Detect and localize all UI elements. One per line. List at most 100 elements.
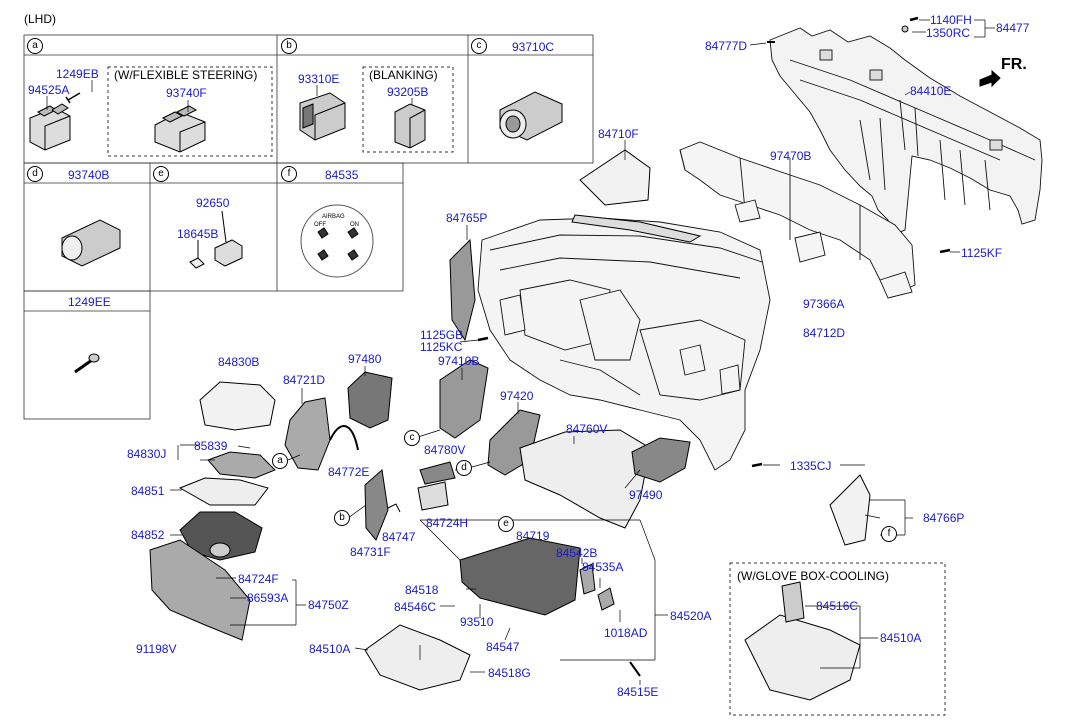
part-84510a-cooling[interactable]: 84510A xyxy=(880,631,922,645)
part-84518[interactable]: 84518 xyxy=(405,583,439,597)
part-97490[interactable]: 97490 xyxy=(629,488,663,502)
part-1335cj[interactable]: 1335CJ xyxy=(790,459,832,473)
shroud-84830b xyxy=(199,381,276,431)
part-84535a[interactable]: 84535A xyxy=(582,560,624,574)
part-84772e[interactable]: 84772E xyxy=(328,465,370,479)
part-84535[interactable]: 84535 xyxy=(325,168,359,182)
part-1125gb[interactable]: 1125GB xyxy=(420,328,464,342)
part-93740f[interactable]: 93740F xyxy=(166,86,207,100)
part-92650[interactable]: 92650 xyxy=(196,196,230,210)
part-84710f[interactable]: 84710F xyxy=(598,127,639,141)
switch-93740f-drawing xyxy=(154,105,206,153)
part-1125kf[interactable]: 1125KF xyxy=(961,246,1003,260)
cover-84851 xyxy=(178,477,269,506)
cowl-cross-bar xyxy=(769,27,1043,235)
cell-letter-f: f xyxy=(281,166,297,182)
panel-84721d xyxy=(284,397,331,471)
part-84516c[interactable]: 84516C xyxy=(816,599,859,613)
main-crash-pad xyxy=(477,217,771,471)
clip-84747 xyxy=(387,503,401,513)
glovebox-84510a-cooling xyxy=(744,614,861,701)
vent-97480 xyxy=(347,371,393,429)
part-84731f[interactable]: 84731F xyxy=(350,545,391,559)
trim-84772e xyxy=(329,425,359,451)
cell-letter-c: c xyxy=(471,38,487,54)
flexible-steering-note: (W/FLEXIBLE STEERING) xyxy=(114,68,258,82)
blanking-note: (BLANKING) xyxy=(369,68,438,82)
part-93510[interactable]: 93510 xyxy=(460,615,494,629)
part-1125kc[interactable]: 1125KC xyxy=(420,340,463,354)
cell-letter-d: d xyxy=(27,166,43,182)
part-93710c[interactable]: 93710C xyxy=(512,40,555,54)
screw-1249eb xyxy=(65,92,81,104)
air-duct-97470b xyxy=(679,141,916,299)
glovebox-cooling-box xyxy=(729,562,946,716)
cover-84710f xyxy=(579,149,651,206)
glovebox-housing-84719 xyxy=(459,537,581,616)
part-84546c[interactable]: 84546C xyxy=(394,600,437,614)
part-1140fh[interactable]: 1140FH xyxy=(930,13,972,27)
part-93205b[interactable]: 93205B xyxy=(387,85,429,99)
part-84777d[interactable]: 84777D xyxy=(705,39,748,53)
part-97470b[interactable]: 97470B xyxy=(770,149,812,163)
part-93310e[interactable]: 93310E xyxy=(298,72,340,86)
part-84766p[interactable]: 84766P xyxy=(923,511,965,525)
part-91198v[interactable]: 91198V xyxy=(136,642,177,656)
airbag-off-text: OFF xyxy=(314,222,326,228)
front-arrow-icon xyxy=(979,69,1001,88)
side-panel-84765p xyxy=(449,238,476,342)
part-1350rc[interactable]: 1350RC xyxy=(926,26,971,40)
part-84852[interactable]: 84852 xyxy=(131,528,165,542)
part-84719[interactable]: 84719 xyxy=(516,529,550,543)
part-93740b[interactable]: 93740B xyxy=(68,168,110,182)
callout-a: a xyxy=(272,453,288,469)
part-18645b[interactable]: 18645B xyxy=(177,227,219,241)
bolt-1125gb xyxy=(477,336,489,342)
part-97410b[interactable]: 97410B xyxy=(438,354,480,368)
part-84515e[interactable]: 84515E xyxy=(617,685,659,699)
part-1249eb[interactable]: 1249EB xyxy=(56,67,99,81)
callout-d: d xyxy=(456,460,472,476)
part-84518g[interactable]: 84518G xyxy=(488,666,531,680)
part-84765p[interactable]: 84765P xyxy=(446,211,488,225)
part-84547[interactable]: 84547 xyxy=(486,640,520,654)
callout-f: f xyxy=(881,526,897,542)
lamp-92650-drawing xyxy=(189,210,243,269)
part-84542b[interactable]: 84542B xyxy=(556,546,598,560)
part-84724h[interactable]: 84724H xyxy=(426,516,469,530)
part-97420[interactable]: 97420 xyxy=(500,389,534,403)
switch-93740b-drawing xyxy=(61,219,121,267)
part-97480[interactable]: 97480 xyxy=(348,352,382,366)
part-84721d[interactable]: 84721D xyxy=(283,373,326,387)
part-84477[interactable]: 84477 xyxy=(996,21,1030,35)
switch-93310e-drawing xyxy=(299,92,346,141)
part-84830j[interactable]: 84830J xyxy=(127,447,167,461)
cell-letter-e: e xyxy=(153,166,169,182)
part-84510a[interactable]: 84510A xyxy=(309,642,351,656)
blanking-box xyxy=(362,66,454,153)
part-1249ee[interactable]: 1249EE xyxy=(68,295,111,309)
part-86593a[interactable]: 86593A xyxy=(247,591,289,605)
part-84724f[interactable]: 84724F xyxy=(238,572,279,586)
part-84712d[interactable]: 84712D xyxy=(803,326,846,340)
part-84520a[interactable]: 84520A xyxy=(670,609,712,623)
garnish-84760v xyxy=(519,429,651,529)
bracket-84724h xyxy=(417,481,449,511)
part-85839[interactable]: 85839 xyxy=(194,439,228,453)
part-84760v[interactable]: 84760V xyxy=(566,422,608,436)
leader-lines xyxy=(46,19,995,685)
part-84747[interactable]: 84747 xyxy=(382,530,416,544)
part-84851[interactable]: 84851 xyxy=(131,484,165,498)
part-97366a[interactable]: 97366A xyxy=(803,297,845,311)
pad-84766p xyxy=(829,474,871,546)
part-84410e[interactable]: 84410E xyxy=(910,84,952,98)
part-94525a[interactable]: 94525A xyxy=(28,83,70,97)
part-84780v[interactable]: 84780V xyxy=(424,443,466,457)
callout-c: c xyxy=(404,430,420,446)
airbag-label-drawing xyxy=(300,204,374,278)
part-1018ad[interactable]: 1018AD xyxy=(604,626,648,640)
part-84830b[interactable]: 84830B xyxy=(218,355,260,369)
bracket-84542b xyxy=(579,563,596,595)
part-84750z[interactable]: 84750Z xyxy=(308,598,349,612)
